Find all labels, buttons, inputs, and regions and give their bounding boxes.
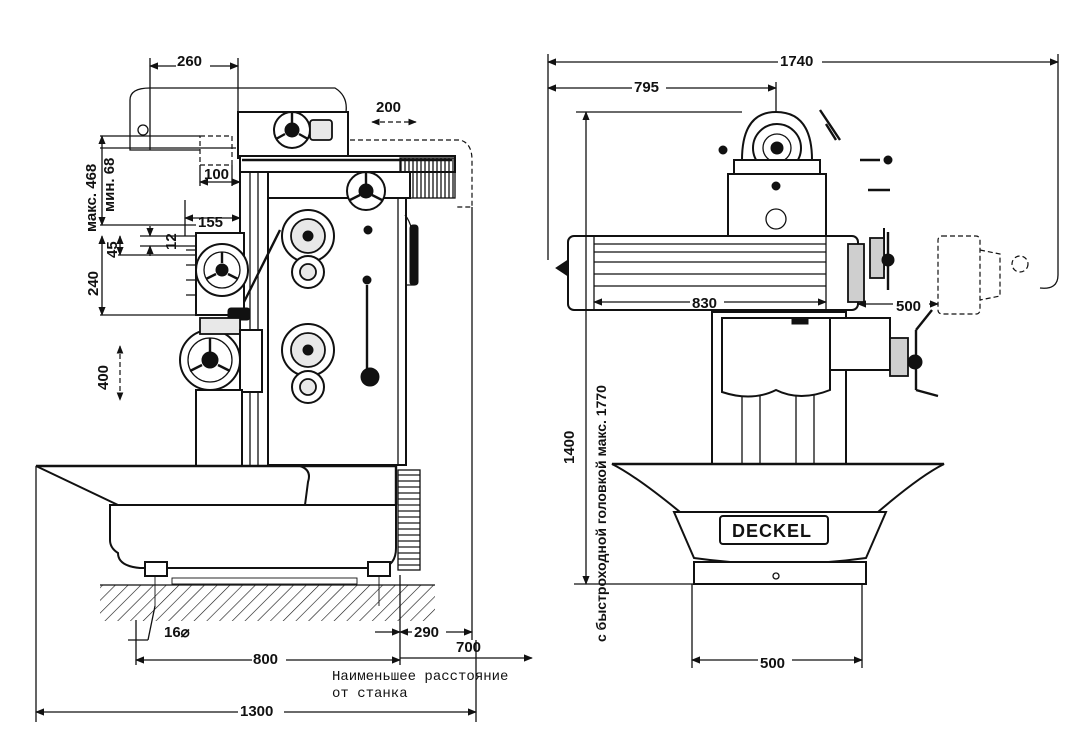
dim-12: 12: [163, 233, 180, 250]
dim-240: 240: [85, 271, 102, 296]
dim-500-bottom: 500: [760, 655, 785, 672]
dim-795: 795: [634, 79, 659, 96]
distance-note-line2: от станка: [332, 686, 408, 702]
front-base: DECKEL: [611, 462, 945, 585]
ram-handwheel: [346, 171, 386, 211]
dim-1400: 1400: [561, 431, 578, 464]
milling-head: [718, 109, 841, 237]
dim-500-right: 500: [896, 298, 921, 315]
dim-min-68: мин. 68: [101, 158, 118, 212]
dim-800: 800: [253, 651, 278, 668]
dim-155: 155: [198, 214, 223, 231]
table: [555, 235, 865, 311]
dim-16-diameter: 16⌀: [164, 624, 190, 641]
dim-100: 100: [204, 166, 229, 183]
deckel-brand: DECKEL: [732, 521, 812, 541]
dim-830: 830: [692, 295, 717, 312]
speed-dials: [281, 209, 335, 404]
dim-700: 700: [456, 639, 481, 656]
floor-hatch: [100, 585, 435, 621]
front-view: DECKEL 1740 795 830 500 1400 с быстроход…: [547, 52, 1059, 672]
overarm-outline: [129, 87, 347, 113]
distance-note-line1: Наименьшее расстояние: [332, 669, 508, 685]
knee-handwheel: [179, 317, 263, 393]
dim-290: 290: [414, 624, 439, 641]
dim-max-468: макс. 468: [83, 164, 100, 232]
dim-1300: 1300: [240, 703, 273, 720]
dim-260: 260: [177, 53, 202, 70]
quick-head-note: с быстроходной головкой макс. 1770: [593, 385, 609, 642]
knee-assembly: [186, 232, 251, 321]
dim-400: 400: [95, 365, 112, 390]
feed-handwheels: [860, 155, 939, 398]
dim-1740: 1740: [780, 53, 813, 70]
chip-tray: [35, 464, 421, 606]
quick-head-outline: [937, 235, 1029, 315]
dim-200: 200: [376, 99, 401, 116]
side-view: 260 200 макс. 468 мин. 68 100 155 12 45 …: [35, 52, 533, 722]
top-handwheel: [273, 111, 333, 149]
dim-45: 45: [104, 241, 121, 258]
